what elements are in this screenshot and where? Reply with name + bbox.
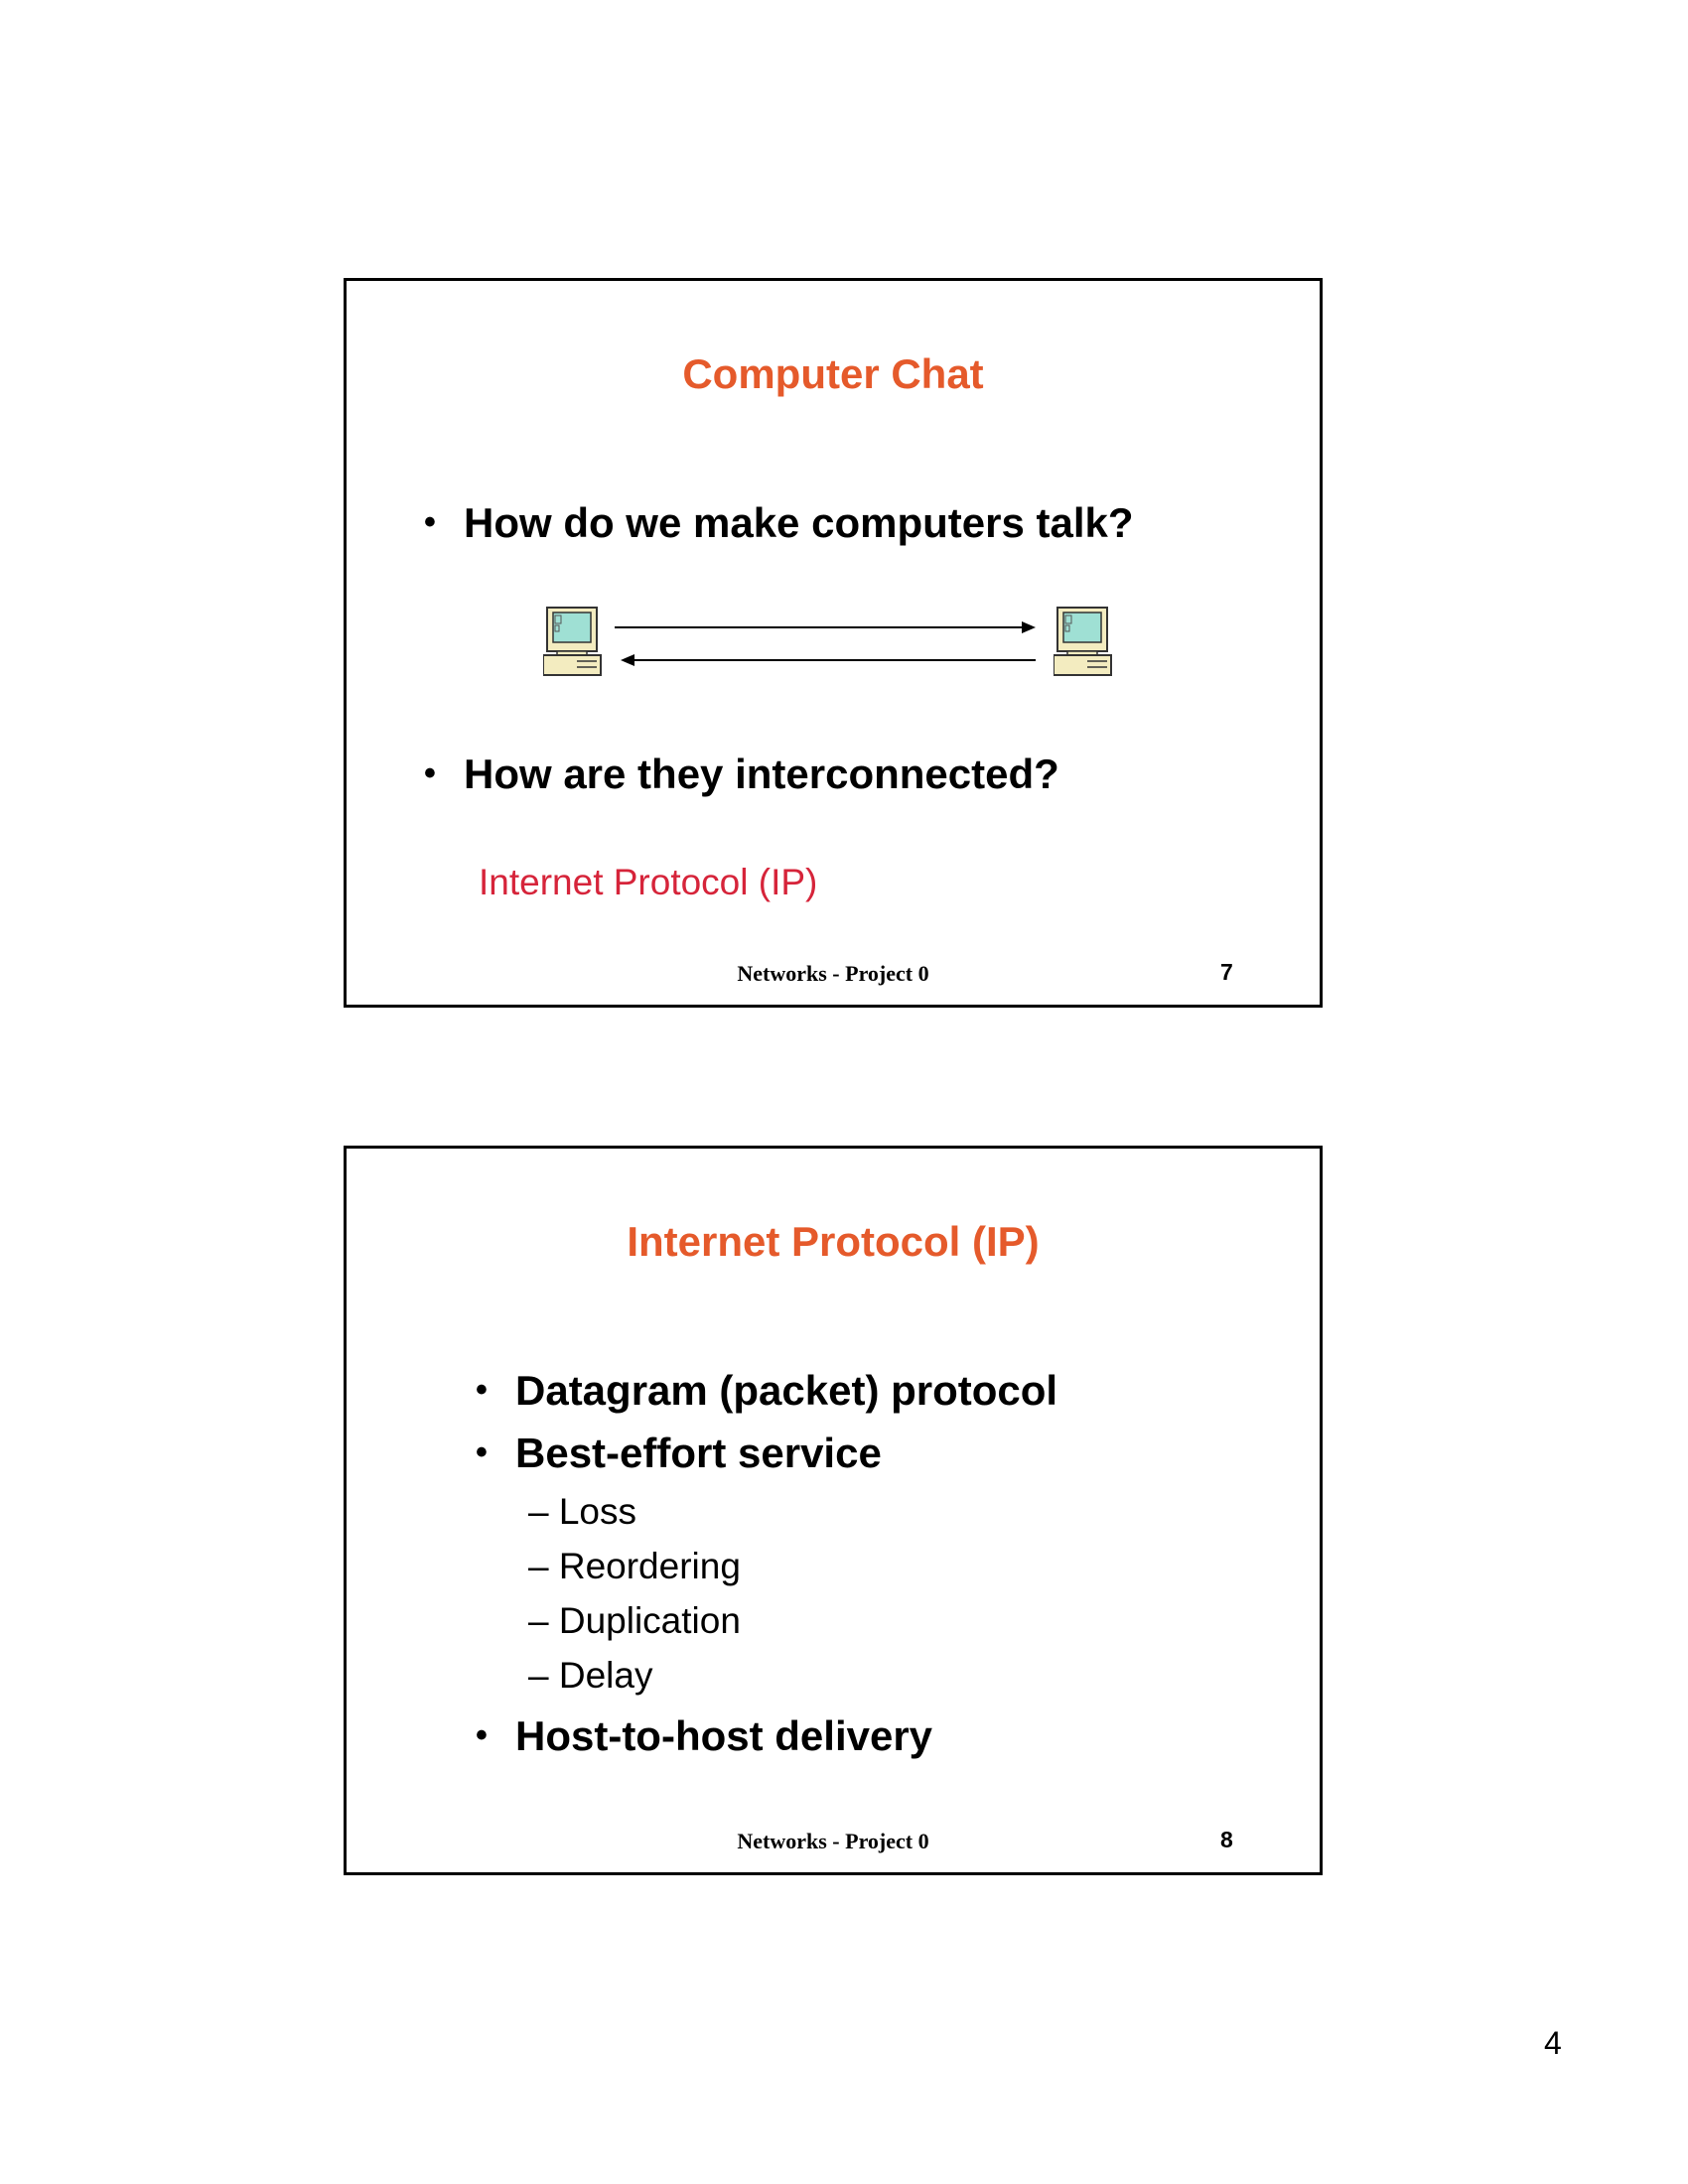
computer-icon	[1054, 607, 1112, 676]
bullet-item: •Best-effort service	[476, 1430, 882, 1476]
bullet-item: •Host-to-host delivery	[476, 1712, 933, 1759]
bullet-item: •How are they interconnected?	[424, 751, 1059, 797]
slide-8: Internet Protocol (IP) •Datagram (packet…	[344, 1146, 1323, 1875]
slide-footer: Networks - Project 0	[737, 1829, 929, 1853]
bullet-text: Best-effort service	[515, 1430, 882, 1476]
bullet-item: •Datagram (packet) protocol	[476, 1367, 1058, 1414]
page-number: 4	[1544, 2025, 1562, 2061]
slide-title: Internet Protocol (IP)	[627, 1218, 1040, 1265]
sub-item: – Loss	[528, 1491, 637, 1532]
bullet-item: •How do we make computers talk?	[424, 499, 1134, 546]
slide-footer: Networks - Project 0	[737, 961, 929, 986]
slide-number: 7	[1220, 959, 1233, 985]
slide-number: 8	[1220, 1827, 1233, 1852]
computer-icon	[543, 607, 602, 676]
two-way-arrows-icon	[615, 621, 1036, 666]
bullet-text: How are they interconnected?	[464, 751, 1059, 797]
sub-item: – Duplication	[528, 1600, 741, 1641]
ip-note: Internet Protocol (IP)	[479, 862, 818, 902]
bullet-text: How do we make computers talk?	[464, 499, 1134, 546]
slide-title: Computer Chat	[682, 350, 984, 397]
sub-item: – Reordering	[528, 1546, 741, 1586]
bullet-text: Datagram (packet) protocol	[515, 1367, 1058, 1414]
slide-7: Computer Chat •How do we make computers …	[344, 278, 1323, 1008]
sub-item: – Delay	[528, 1655, 653, 1696]
bullet-text: Host-to-host delivery	[515, 1712, 933, 1759]
